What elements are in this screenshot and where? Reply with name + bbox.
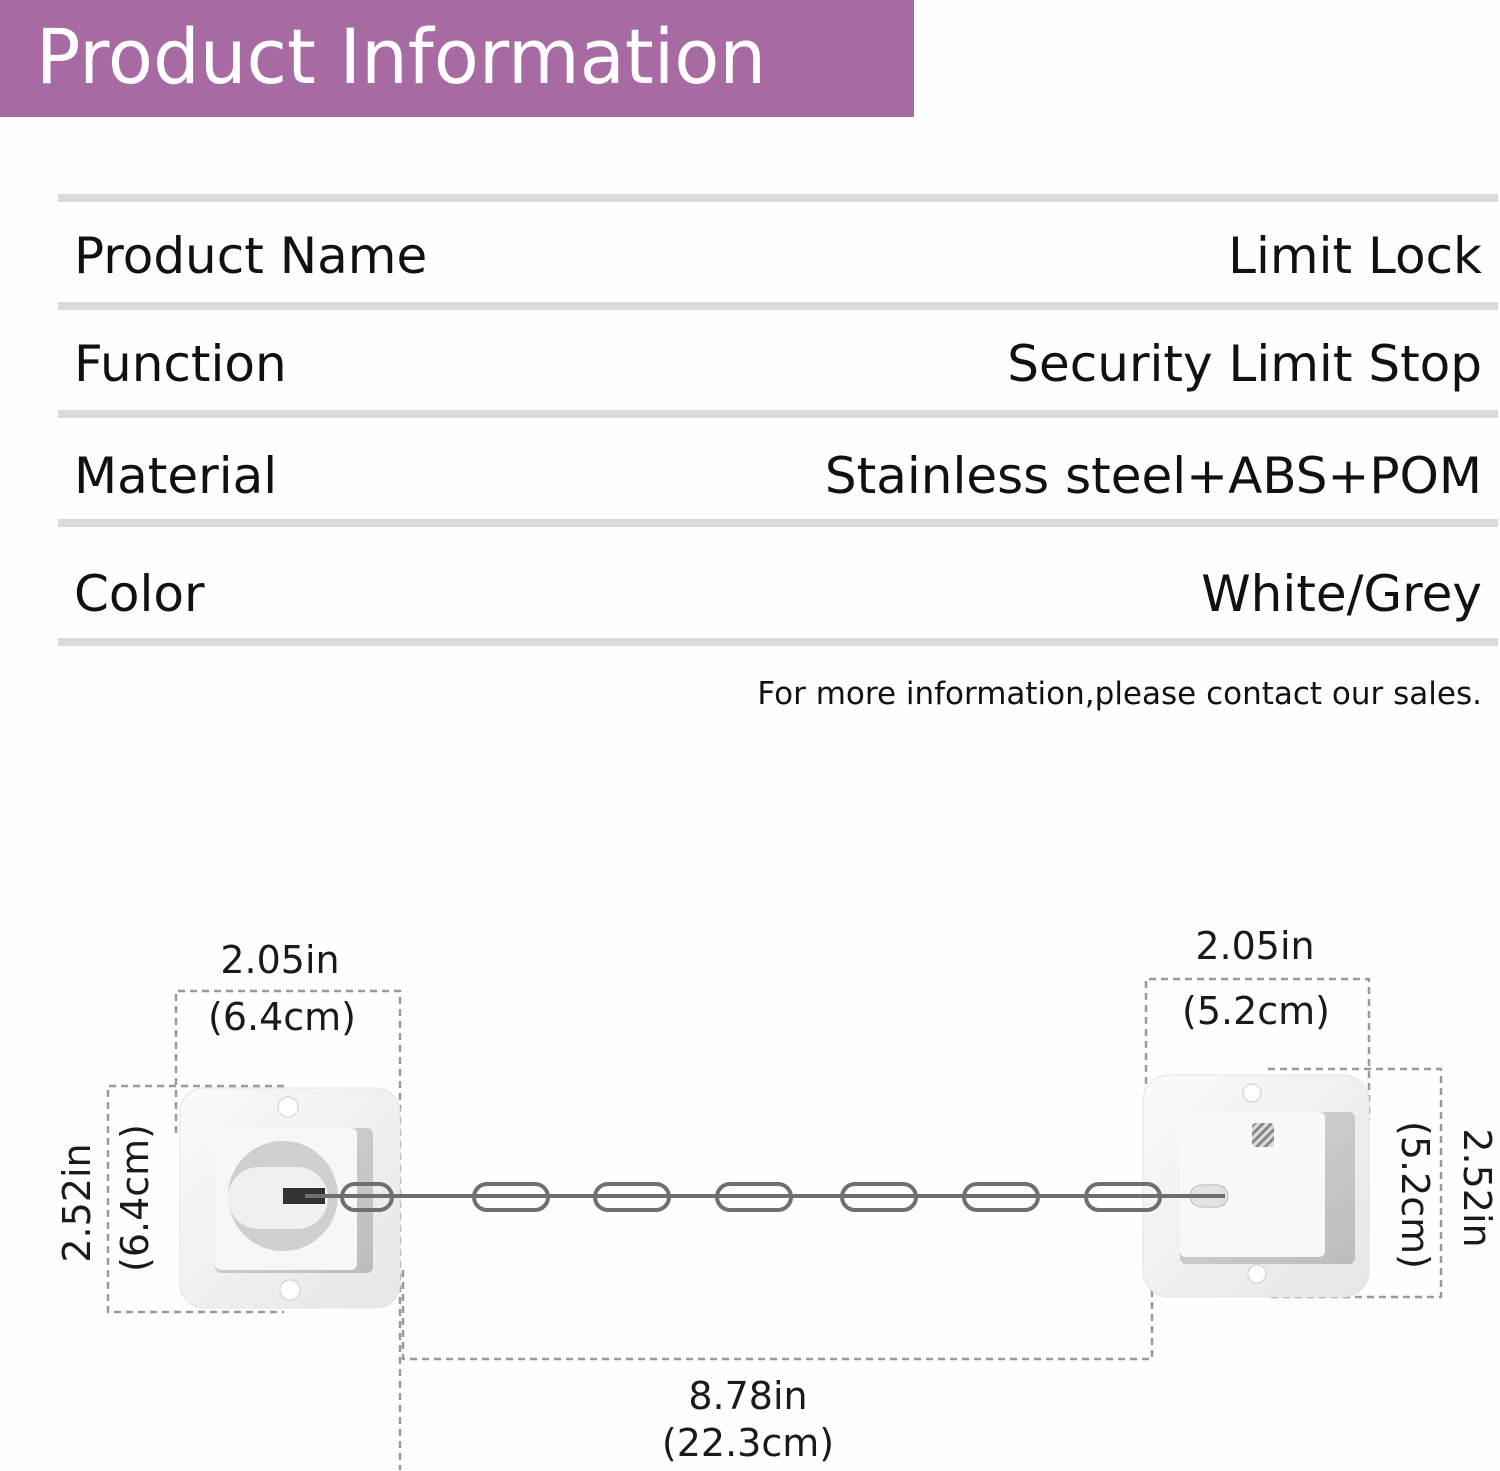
left-height-cm: (6.4cm) xyxy=(113,1124,157,1272)
page-title: Product Information xyxy=(36,12,767,101)
spec-value-product-name: Limit Lock xyxy=(1228,227,1482,285)
chain-length-in: 8.78in xyxy=(688,1374,808,1418)
chain-length-dimension xyxy=(401,1270,1154,1361)
divider xyxy=(58,410,1498,418)
right-height-in: 2.52in xyxy=(1455,1128,1499,1248)
spec-value-function: Security Limit Stop xyxy=(1007,335,1482,393)
right-width-cm: (5.2cm) xyxy=(1182,989,1330,1033)
spec-value-material: Stainless steel+ABS+POM xyxy=(824,447,1482,505)
right-width-in: 2.05in xyxy=(1195,924,1315,968)
right-dimension-lines xyxy=(1144,977,1443,1299)
divider xyxy=(58,519,1498,527)
chain-length-cm: (22.3cm) xyxy=(661,1421,835,1465)
left-width-in: 2.05in xyxy=(220,938,340,982)
left-width-cm: (6.4cm) xyxy=(208,995,356,1039)
right-lock-block xyxy=(1142,1074,1370,1298)
spec-label-product-name: Product Name xyxy=(74,227,428,285)
divider xyxy=(58,302,1498,310)
spec-label-color: Color xyxy=(74,565,205,623)
spec-label-function: Function xyxy=(74,335,287,393)
divider xyxy=(58,638,1498,646)
divider xyxy=(58,194,1498,202)
spec-value-color: White/Grey xyxy=(1201,565,1482,623)
left-height-in: 2.52in xyxy=(55,1143,99,1263)
contact-note: For more information,please contact our … xyxy=(757,676,1482,712)
left-lock-block xyxy=(179,1087,401,1309)
header-banner: Product Information xyxy=(0,0,914,117)
spec-label-material: Material xyxy=(74,447,278,505)
chain xyxy=(305,1182,1225,1212)
right-height-cm: (5.2cm) xyxy=(1393,1121,1437,1269)
